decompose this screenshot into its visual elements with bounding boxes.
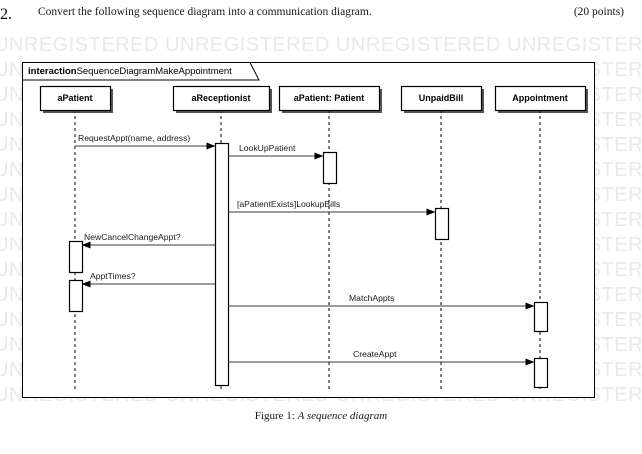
msg-createappt-label: CreateAppt	[353, 349, 397, 359]
msg-lookupbills-label: [aPatientExists]LookupBills	[237, 199, 341, 209]
lifeline-label-areceptionist: aReceptionist	[191, 93, 251, 103]
lifeline-label-appointment: Appointment	[512, 93, 568, 103]
lifeline-label-unpaidbill: UnpaidBill	[418, 93, 464, 103]
act-patientclass[interactable]	[322, 151, 338, 185]
msg-newcancel-label: NewCancelChangeAppt?	[84, 232, 181, 242]
interaction-frame	[22, 62, 595, 398]
act-receptionist[interactable]	[214, 142, 230, 387]
exercise-number: 2.	[0, 6, 12, 23]
frame-name: SequenceDiagramMakeAppointment	[76, 66, 232, 77]
msg-matchappts-label: MatchAppts	[349, 293, 395, 303]
frame-border	[22, 62, 595, 398]
msg-requestappt-label: RequestAppt(name, address)	[78, 133, 191, 143]
act-patient-2[interactable]	[68, 279, 84, 313]
frame-label-text: interactionSequenceDiagramMakeAppointmen…	[28, 66, 232, 77]
act-patient-1[interactable]	[68, 240, 84, 274]
lifeline-head-areceptionist[interactable]	[172, 85, 271, 112]
msg-appttimes-label: ApptTimes?	[90, 271, 136, 281]
act-appointment-2[interactable]	[533, 357, 549, 389]
activation-bars-group	[68, 142, 549, 389]
act-unpaidbill[interactable]	[434, 207, 450, 241]
act-appointment-1[interactable]	[533, 301, 549, 333]
figure-caption: Figure 1: A sequence diagram	[0, 410, 642, 422]
lifelines-group	[39, 85, 588, 392]
exercise-points-value: (20 points)	[573, 6, 624, 18]
lifeline-label-apatientclass: aPatient: Patient	[293, 93, 365, 103]
lifeline-head-unpaidbill[interactable]	[400, 85, 483, 112]
lifeline-head-appointment[interactable]	[494, 85, 587, 112]
exercise-header: 2. Convert the following sequence diagra…	[0, 6, 642, 28]
messages-group	[75, 142, 535, 366]
lifeline-head-apatient[interactable]	[39, 85, 112, 112]
figure-caption-description: A sequence diagram	[297, 410, 388, 422]
frame-label-tab	[22, 62, 260, 81]
msg-lookuppatient-label: LookUpPatient	[239, 143, 296, 153]
frame-keyword: interaction	[28, 66, 77, 77]
figure-caption-label: Figure 1:	[254, 410, 295, 422]
lifeline-label-apatient: aPatient	[57, 93, 93, 103]
exercise-question-text: Convert the following sequence diagram i…	[38, 6, 372, 18]
